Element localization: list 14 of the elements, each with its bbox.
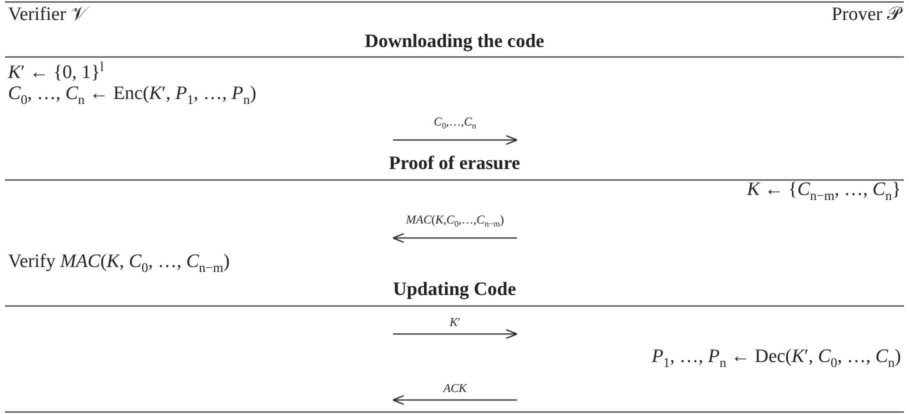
section-heading: Proof of erasure [388, 153, 522, 175]
formula-text: K ← {C$_{n−m}$, …, C$_{n}$} [747, 179, 901, 205]
section-heading: Downloading the code [364, 31, 546, 53]
formula-text: Verify MAC(K, C$_{0}$, …, C$_{n−m}$) [8, 251, 230, 277]
participant-label: Verifier 𝒱 [8, 4, 87, 26]
section-heading: Updating Code [392, 279, 517, 301]
formula-text: C$_{0}$, …, C$_{n}$ ← Enc(K′, P$_{1}$, …, P$_{n}$) [8, 83, 256, 109]
participant-label: Prover 𝒫 [832, 4, 901, 26]
formula-text: K′ ← {0, 1}$^{l}$ [8, 58, 104, 84]
message-label: C$_{0}$,…,C$_{n}$ [434, 114, 476, 133]
message-label: MAC(K,C$_{0}$,…,C$_{n−m}$) [406, 212, 504, 231]
formula-text: P$_{1}$, …, P$_{n}$ ← Dec(K′, C$_{0}$, …, C$_{n}$) [652, 346, 901, 372]
message-label: ACK [443, 381, 467, 395]
message-label: K′ [450, 315, 460, 329]
